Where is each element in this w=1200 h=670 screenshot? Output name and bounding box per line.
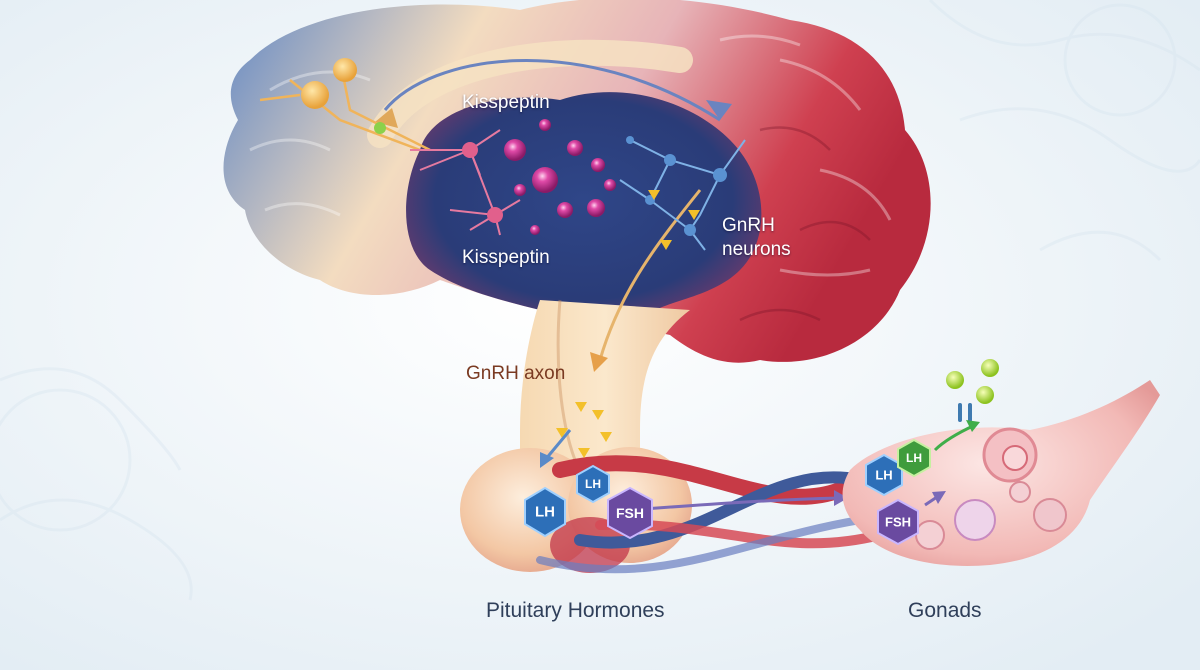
lh-hexagon-gonad-green: LH	[897, 438, 931, 478]
feedback-arrow	[383, 59, 721, 122]
receptor-icon	[958, 403, 972, 422]
lh-label-pituitary: LH	[535, 504, 555, 521]
fsh-signal-arrowhead	[834, 490, 848, 506]
kisspeptin-vesicles	[504, 119, 616, 235]
gnrh-axon-label: GnRH axon	[466, 363, 566, 384]
fsh-gonad-arrowhead	[932, 491, 946, 504]
fsh-signal-line	[629, 496, 841, 512]
fsh-label-gonad: FSH	[885, 515, 911, 530]
fsh-hexagon-pituitary: FSH	[607, 486, 653, 540]
brain-folds	[739, 126, 871, 322]
oocyte	[1002, 445, 1028, 471]
lh-label-pituitary-small: LH	[585, 477, 601, 491]
steroid-dot-1	[946, 371, 964, 389]
kisspeptin-label-top: Kisspeptin	[462, 92, 550, 113]
gnrh-neurons-label: GnRH neurons	[722, 215, 791, 260]
vessel-blue-2	[536, 516, 864, 574]
kisspeptin-soma-1	[462, 142, 478, 158]
gnrh-axon-arrowhead	[590, 352, 608, 372]
gnrh-pulses	[556, 190, 700, 458]
vessel-blue-1	[574, 471, 866, 549]
lh-hexagon-pituitary-small: LH	[576, 464, 610, 504]
lh-release-arrow	[543, 429, 572, 461]
afferent-neurons	[259, 58, 431, 152]
stalk-detail	[556, 299, 577, 461]
brain-gyri	[249, 34, 892, 277]
pituitary-hormones-label: Pituitary Hormones	[486, 599, 665, 622]
pituitary-stalk	[520, 300, 690, 470]
lh-hexagon-gonad: LH	[865, 453, 903, 497]
follicle-3	[1033, 498, 1067, 532]
feedback-arrowhead	[706, 100, 732, 120]
lh-label-gonad: LH	[875, 468, 892, 483]
hypothalamus-core	[406, 92, 762, 331]
follicle-4	[915, 520, 945, 550]
kisspeptin-soma-2	[487, 207, 503, 223]
lh-release-arrowhead	[540, 452, 554, 468]
follicle-5	[1009, 481, 1031, 503]
gnrh-neuron-somas	[626, 136, 727, 236]
lh-label-gonad-green: LH	[906, 451, 922, 465]
fsh-hexagon-gonad: FSH	[877, 498, 919, 546]
fsh-label-pituitary: FSH	[616, 505, 644, 521]
kisspeptin-label-bottom: Kisspeptin	[462, 247, 550, 268]
background-cell-pattern	[0, 0, 1200, 600]
lh-hexagon-pituitary: LH	[524, 486, 566, 538]
release-arrowhead	[966, 420, 980, 432]
follicle-2	[954, 499, 996, 541]
steroid-dot-3	[976, 386, 994, 404]
steroid-dot-2	[981, 359, 999, 377]
gonads-label: Gonads	[908, 599, 982, 622]
gnrh-axon-path	[598, 189, 702, 361]
